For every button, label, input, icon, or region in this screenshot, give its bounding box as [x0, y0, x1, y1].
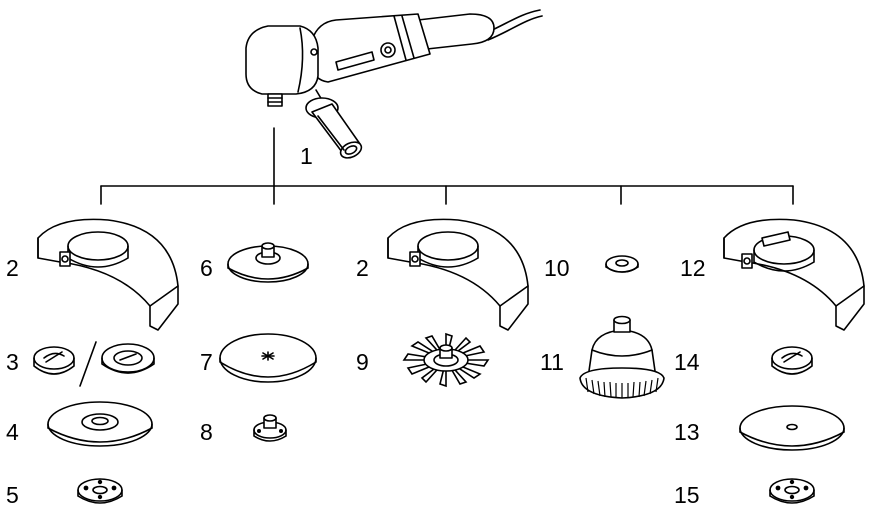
flange-right — [739, 405, 845, 451]
label-flange-right: 13 — [674, 419, 700, 445]
label-sanding-disc: 7 — [200, 349, 213, 375]
nut-left — [77, 478, 123, 504]
label-clamp-nut-right: 14 — [674, 349, 700, 375]
pad-nut — [253, 414, 287, 442]
cup-brush — [579, 315, 665, 399]
label-nut-left: 5 — [6, 482, 19, 508]
label-flange-left: 4 — [6, 419, 19, 445]
label-guard-left: 2 — [6, 255, 19, 281]
sanding-disc — [219, 333, 317, 383]
star-center-hole — [261, 351, 275, 361]
label-guard-right: 12 — [680, 255, 706, 281]
clamp-nut-right — [771, 346, 813, 375]
wheel-guard-middle — [387, 218, 529, 331]
label-cup-brush: 11 — [540, 349, 564, 375]
label-wire-brush: 9 — [356, 349, 369, 375]
wheel-guard-right — [723, 218, 865, 331]
label-guard-middle: 2 — [356, 255, 369, 281]
connector-tree — [100, 127, 794, 205]
clamp-nut-pair — [33, 341, 155, 387]
label-washer: 10 — [544, 255, 570, 281]
nut-right — [769, 478, 815, 504]
backing-pad — [227, 242, 309, 283]
label-backing-pad: 6 — [200, 255, 213, 281]
wire-wheel-brush — [402, 332, 490, 388]
washer — [605, 255, 639, 273]
flange-left — [47, 401, 153, 447]
label-tool: 1 — [300, 143, 313, 169]
wheel-guard-left — [37, 218, 179, 331]
angle-grinder-illustration: 1 — [245, 9, 543, 169]
label-pad-nut: 8 — [200, 419, 213, 445]
label-nut-pair: 3 — [6, 349, 19, 375]
label-nut-right: 15 — [674, 482, 700, 508]
